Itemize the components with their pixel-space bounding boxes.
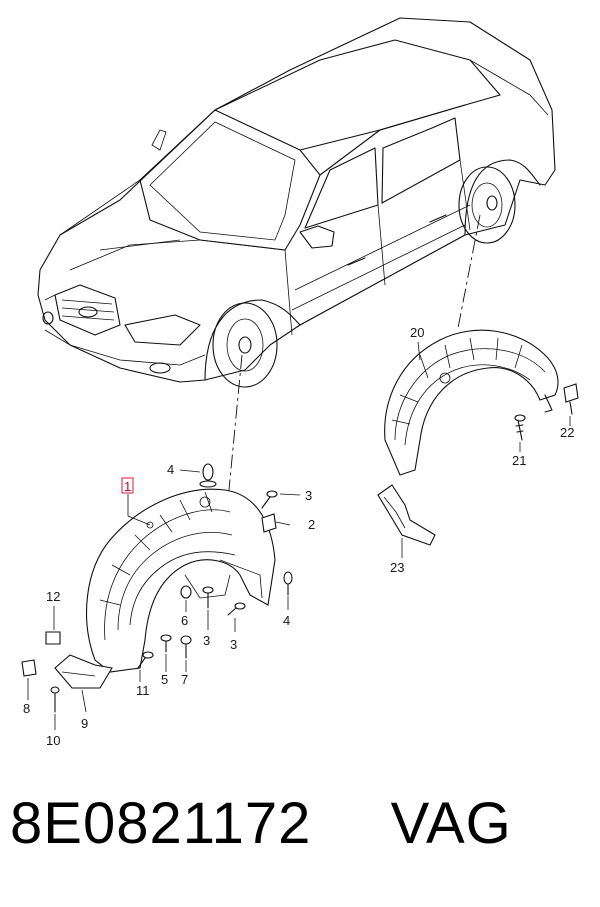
clip-8 xyxy=(21,659,37,677)
callout-1-box xyxy=(121,477,134,494)
screw-10 xyxy=(50,686,60,713)
callout-4-top: 4 xyxy=(167,462,174,477)
front-mud-flap xyxy=(54,654,113,689)
clip-22 xyxy=(563,383,579,415)
callout-1: 1 xyxy=(124,479,131,494)
screw-4-right xyxy=(283,571,293,596)
part-number: 8E0821172 xyxy=(10,791,312,856)
callout-7: 7 xyxy=(181,672,188,687)
part-caption: 8E0821172 VAG xyxy=(10,790,590,870)
callout-23: 23 xyxy=(390,560,404,575)
screw-3-lower xyxy=(227,602,246,616)
callout-21: 21 xyxy=(512,453,526,468)
callout-5: 5 xyxy=(161,672,168,687)
front-wheel xyxy=(204,299,301,388)
rear-wheel xyxy=(458,159,541,244)
callout-4-right: 4 xyxy=(283,613,290,628)
callout-12: 12 xyxy=(46,589,60,604)
callout-9: 9 xyxy=(81,716,88,731)
rear-mud-flap xyxy=(377,484,436,546)
screw-11 xyxy=(137,651,154,669)
callout-2: 2 xyxy=(308,517,315,532)
callout-11: 11 xyxy=(136,683,150,698)
callout-8: 8 xyxy=(23,701,30,716)
clip-7 xyxy=(180,635,192,659)
callout-3-mid: 3 xyxy=(203,633,210,648)
screw-5 xyxy=(160,634,172,653)
nut-6 xyxy=(180,585,192,599)
front-wheel-housing-liner xyxy=(86,488,277,673)
callout-22: 22 xyxy=(560,425,574,440)
callout-labels: 1 2 3 3 3 4 4 5 6 7 8 9 10 11 12 20 21 2… xyxy=(23,325,574,748)
callout-10: 10 xyxy=(46,733,60,748)
front-liner-leader xyxy=(227,354,243,501)
callout-3-top: 3 xyxy=(305,488,312,503)
screw-21 xyxy=(514,414,526,441)
grille xyxy=(54,284,121,336)
rear-liner-leader xyxy=(457,214,481,329)
callout-3-lower: 3 xyxy=(230,637,237,652)
nut-4-top xyxy=(199,463,217,488)
screw-3-top xyxy=(261,490,278,509)
clip-12 xyxy=(45,631,61,645)
sedan-illustration xyxy=(37,17,556,388)
callout-20: 20 xyxy=(410,325,424,340)
callout-6: 6 xyxy=(181,613,188,628)
screw-3-mid xyxy=(202,586,214,609)
rear-wheel-housing-liner xyxy=(384,329,559,476)
brand-name: VAG xyxy=(390,791,512,856)
leader-lines xyxy=(27,341,571,730)
